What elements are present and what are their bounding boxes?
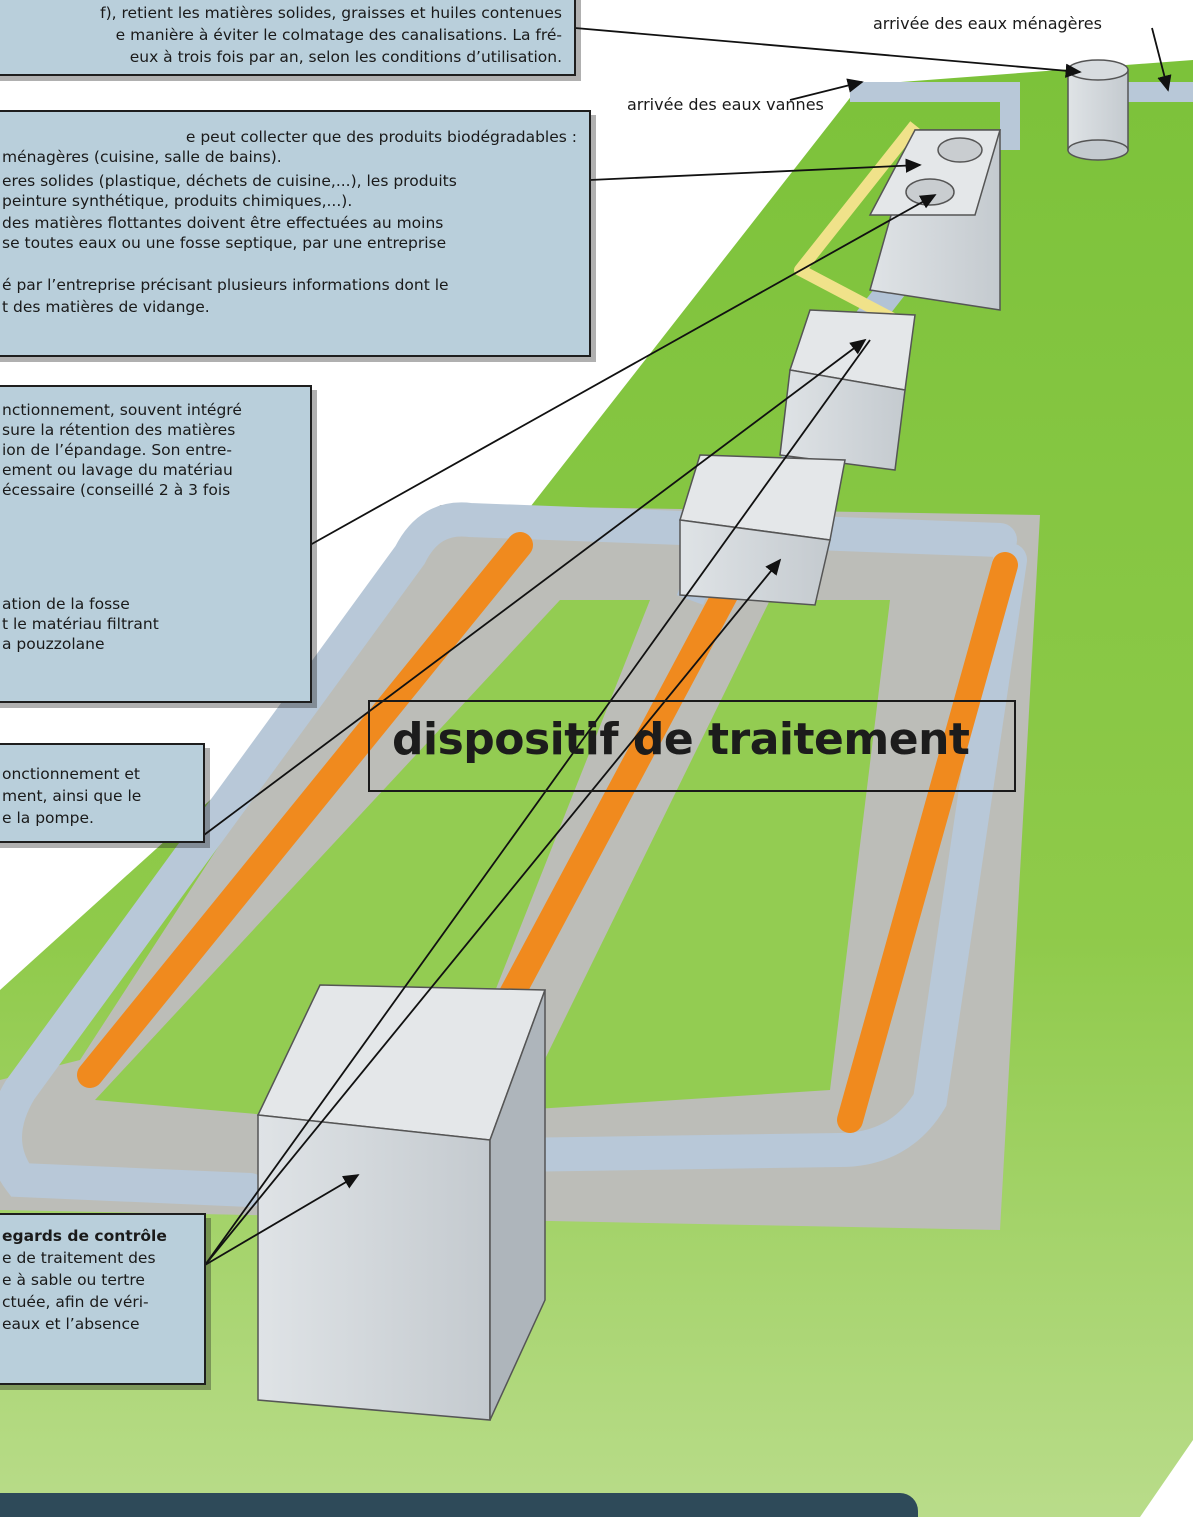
note-line: eux à trois fois par an, selon les condi… (129, 48, 562, 66)
note-septic-tank: e peut collecter que des produits biodég… (0, 110, 591, 357)
note-line: nctionnement, souvent intégré (2, 401, 242, 419)
note-line: ement ou lavage du matériau (2, 461, 233, 479)
footer-bar (0, 1493, 918, 1517)
note-line: ménagères (cuisine, salle de bains). (2, 148, 282, 166)
callout-lines (199, 27, 1172, 1266)
note-line: e peut collecter que des produits biodég… (185, 128, 577, 146)
drain-right (837, 552, 1018, 1133)
grease-trap (1067, 59, 1129, 161)
note-line: sure la rétention des matières (2, 421, 236, 439)
note-line: a pouzzolane (2, 635, 105, 653)
drain-left (77, 532, 533, 1088)
note-line: onctionnement et (2, 765, 140, 783)
distribution-box (679, 454, 846, 606)
note-line: ctuée, afin de véri- (2, 1293, 149, 1311)
note-line: e de traitement des (2, 1249, 156, 1267)
note-pump: onctionnement et ment, ainsi que le e la… (0, 743, 205, 843)
note-line: e à sable ou tertre (2, 1271, 145, 1289)
title-box: dispositif de traitement (368, 700, 1016, 792)
note-line: e manière à éviter le colmatage des cana… (115, 26, 562, 44)
note-grease-trap: f), retient les matières solides, graiss… (0, 0, 576, 76)
note-line: peinture synthétique, produits chimiques… (2, 192, 353, 210)
label-eaux-menageres: arrivée des eaux ménagères (873, 14, 1102, 33)
label-eaux-vannes: arrivée des eaux vannes (627, 95, 824, 114)
inlet-pipe (850, 82, 1020, 150)
note-line: ation de la fosse (2, 595, 130, 613)
note-line: é par l’entreprise précisant plusieurs i… (2, 276, 449, 294)
note-line: ment, ainsi que le (2, 787, 142, 805)
note-line: e la pompe. (2, 809, 94, 827)
collector-pipe-bottom (493, 543, 1027, 1172)
note-line: t des matières de vidange. (2, 298, 210, 316)
note-line: egards de contrôle (2, 1227, 167, 1245)
note-line: se toutes eaux ou une fosse septique, pa… (2, 234, 447, 252)
grass-inner-left (95, 600, 650, 1130)
collector-pipe (0, 502, 1017, 1207)
note-line: ion de l’épandage. Son entre- (2, 441, 233, 459)
note-line: f), retient les matières solides, graiss… (100, 4, 562, 22)
note-line: t le matériau filtrant (2, 615, 159, 633)
collecting-box (256, 984, 547, 1421)
grass-inner-right (520, 600, 890, 1110)
septic-tank (868, 129, 1002, 311)
note-line: des matières flottantes doivent être eff… (2, 214, 444, 232)
note-line: eres solides (plastique, déchets de cuis… (2, 172, 457, 190)
note-inspection-chambers: egards de contrôle e de traitement des e… (0, 1213, 206, 1385)
note-line: écessaire (conseillé 2 à 3 fois (2, 481, 231, 499)
diagram-title: dispositif de traitement (392, 714, 970, 765)
note-line: eaux et l’absence (2, 1315, 140, 1333)
note-pre-filter: nctionnement, souvent intégré sure la ré… (0, 385, 312, 703)
